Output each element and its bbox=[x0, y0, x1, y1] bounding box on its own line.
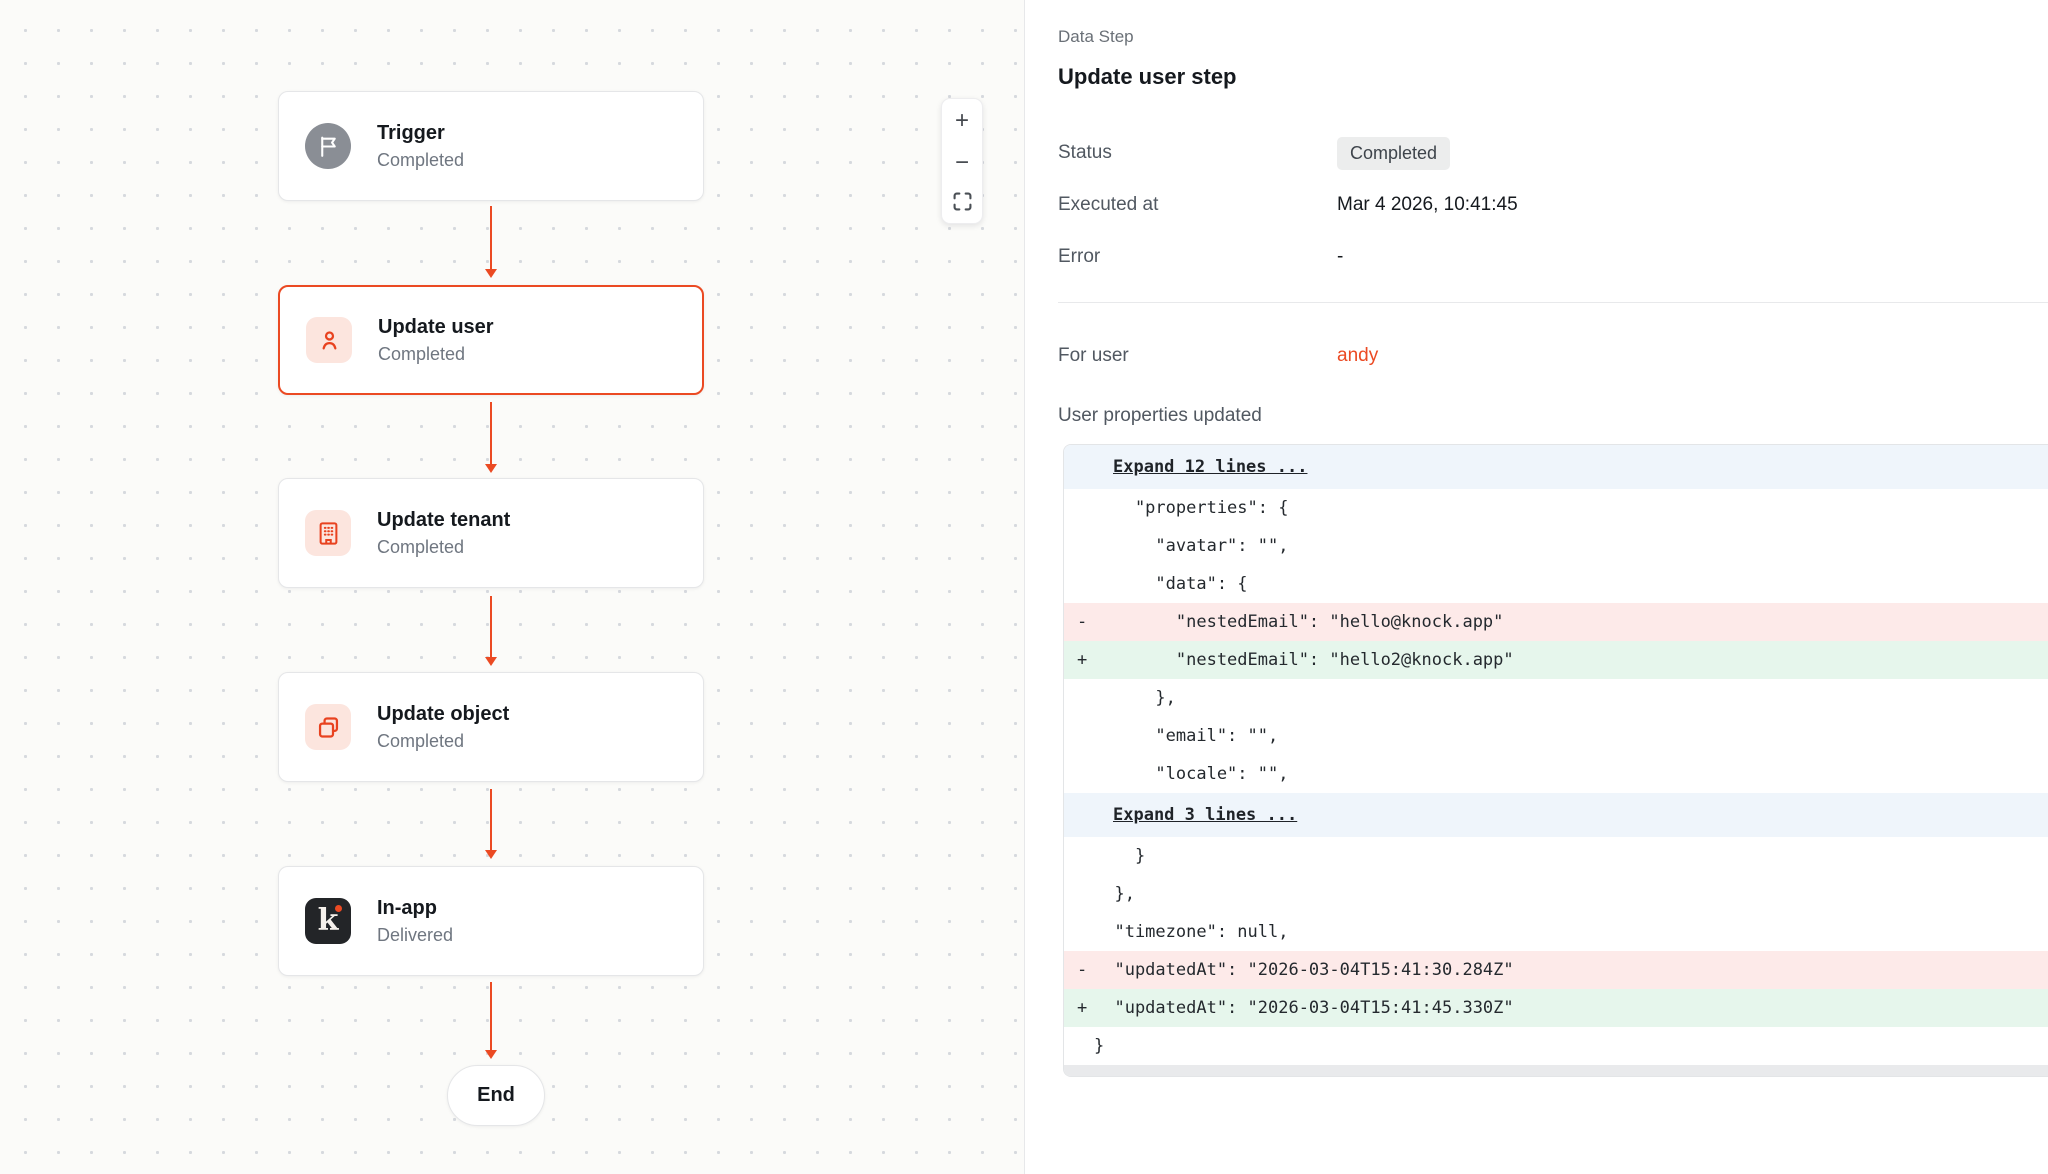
fit-view-button[interactable] bbox=[942, 192, 982, 211]
diff-line-sign: + bbox=[1077, 650, 1088, 670]
flag-icon bbox=[305, 123, 351, 169]
node-update-object[interactable]: Update object Completed bbox=[278, 672, 704, 782]
user-properties-diff: Expand 12 lines ... "properties": { "ava… bbox=[1063, 444, 2048, 1077]
error-label: Error bbox=[1058, 246, 1101, 267]
executed-at-label: Executed at bbox=[1058, 194, 1159, 215]
diff-line-text: } bbox=[1094, 1036, 1105, 1056]
diff-line-sign: - bbox=[1077, 612, 1088, 632]
diff-code-line: "avatar": "", bbox=[1064, 527, 2048, 565]
edge-arrow bbox=[484, 982, 498, 1059]
diff-line-text: "locale": "", bbox=[1094, 764, 1289, 784]
step-detail-panel: Data Step Update user step Status Comple… bbox=[1025, 0, 2048, 1174]
for-user-link[interactable]: andy bbox=[1337, 345, 1379, 366]
diff-expand-link[interactable]: Expand 3 lines ... bbox=[1113, 805, 1298, 825]
diff-code-line: } bbox=[1064, 837, 2048, 875]
canvas-zoom-controls: + − bbox=[941, 98, 983, 224]
diff-body: Expand 12 lines ... "properties": { "ava… bbox=[1064, 445, 2048, 1065]
node-in-app[interactable]: k In-app Delivered bbox=[278, 866, 704, 976]
user-icon bbox=[306, 317, 352, 363]
node-title: Update user bbox=[378, 315, 494, 338]
diff-horizontal-scrollbar[interactable] bbox=[1064, 1065, 2048, 1076]
diff-line-text: "email": "", bbox=[1094, 726, 1279, 746]
diff-line-text: "nestedEmail": "hello2@knock.app" bbox=[1094, 650, 1514, 670]
node-update-user[interactable]: Update user Completed bbox=[278, 285, 704, 395]
diff-line-text: "timezone": null, bbox=[1094, 922, 1289, 942]
diff-code-line: }, bbox=[1064, 875, 2048, 913]
edge-arrow bbox=[484, 402, 498, 473]
diff-line-text: }, bbox=[1094, 688, 1176, 708]
diff-line-text: "nestedEmail": "hello@knock.app" bbox=[1094, 612, 1504, 632]
for-user-label: For user bbox=[1058, 345, 1129, 366]
diff-code-line: "properties": { bbox=[1064, 489, 2048, 527]
edge-arrow bbox=[484, 206, 498, 278]
diff-line-text: "properties": { bbox=[1094, 498, 1289, 518]
node-title: Update object bbox=[377, 702, 510, 725]
edge-arrow bbox=[484, 789, 498, 859]
diff-code-line: "data": { bbox=[1064, 565, 2048, 603]
diff-line-text: "updatedAt": "2026-03-04T15:41:45.330Z" bbox=[1094, 998, 1514, 1018]
error-value: - bbox=[1337, 246, 1344, 267]
diff-line-sign: - bbox=[1077, 960, 1088, 980]
diff-code-line: - "nestedEmail": "hello@knock.app" bbox=[1064, 603, 2048, 641]
diff-code-line: "locale": "", bbox=[1064, 755, 2048, 793]
status-label: Status bbox=[1058, 142, 1112, 163]
status-badge: Completed bbox=[1337, 136, 1451, 170]
diff-code-line: "timezone": null, bbox=[1064, 913, 2048, 951]
diff-line-sign: + bbox=[1077, 998, 1088, 1018]
node-status: Completed bbox=[377, 149, 465, 170]
diff-expand-row[interactable]: Expand 3 lines ... bbox=[1064, 793, 2048, 837]
node-title: Trigger bbox=[377, 121, 445, 144]
executed-at-row: Executed at Mar 4 2026, 10:41:45 bbox=[1058, 188, 2048, 222]
node-title: In-app bbox=[377, 896, 437, 919]
workflow-canvas[interactable]: Trigger Completed Update user Completed … bbox=[0, 0, 1025, 1174]
node-status: Completed bbox=[377, 730, 465, 751]
node-status: Delivered bbox=[377, 924, 454, 945]
error-row: Error - bbox=[1058, 240, 2048, 274]
section-divider bbox=[1058, 302, 2048, 303]
diff-line-text: "updatedAt": "2026-03-04T15:41:30.284Z" bbox=[1094, 960, 1514, 980]
end-label: End bbox=[477, 1084, 515, 1106]
zoom-out-button[interactable]: − bbox=[942, 150, 982, 175]
diff-expand-row[interactable]: Expand 12 lines ... bbox=[1064, 445, 2048, 489]
diff-expand-link[interactable]: Expand 12 lines ... bbox=[1113, 457, 1308, 477]
knock-logo-icon: k bbox=[305, 898, 351, 944]
edge-arrow bbox=[484, 596, 498, 666]
node-trigger[interactable]: Trigger Completed bbox=[278, 91, 704, 201]
step-type-label: Data Step bbox=[1058, 27, 1134, 46]
node-end[interactable]: End bbox=[447, 1065, 545, 1126]
node-update-tenant[interactable]: Update tenant Completed bbox=[278, 478, 704, 588]
diff-section-label: User properties updated bbox=[1058, 405, 1262, 426]
page-title: Update user step bbox=[1058, 64, 1237, 89]
step-meta: Status Completed Executed at Mar 4 2026,… bbox=[1058, 136, 2048, 274]
node-status: Completed bbox=[377, 536, 465, 557]
for-user-row: For user andy bbox=[1058, 341, 2048, 371]
diff-code-line: }, bbox=[1064, 679, 2048, 717]
diff-line-text: "avatar": "", bbox=[1094, 536, 1289, 556]
diff-line-text: "data": { bbox=[1094, 574, 1248, 594]
node-status: Completed bbox=[378, 343, 466, 364]
node-title: Update tenant bbox=[377, 508, 511, 531]
status-row: Status Completed bbox=[1058, 136, 2048, 170]
diff-line-text: }, bbox=[1094, 884, 1135, 904]
copy-icon bbox=[305, 704, 351, 750]
diff-code-line: } bbox=[1064, 1027, 2048, 1065]
diff-code-line: - "updatedAt": "2026-03-04T15:41:30.284Z… bbox=[1064, 951, 2048, 989]
diff-code-line: + "updatedAt": "2026-03-04T15:41:45.330Z… bbox=[1064, 989, 2048, 1027]
zoom-in-button[interactable]: + bbox=[942, 109, 982, 133]
diff-code-line: "email": "", bbox=[1064, 717, 2048, 755]
fit-view-icon bbox=[953, 192, 972, 211]
diff-code-line: + "nestedEmail": "hello2@knock.app" bbox=[1064, 641, 2048, 679]
executed-at-value: Mar 4 2026, 10:41:45 bbox=[1337, 194, 1518, 215]
building-icon bbox=[305, 510, 351, 556]
diff-line-text: } bbox=[1094, 846, 1146, 866]
